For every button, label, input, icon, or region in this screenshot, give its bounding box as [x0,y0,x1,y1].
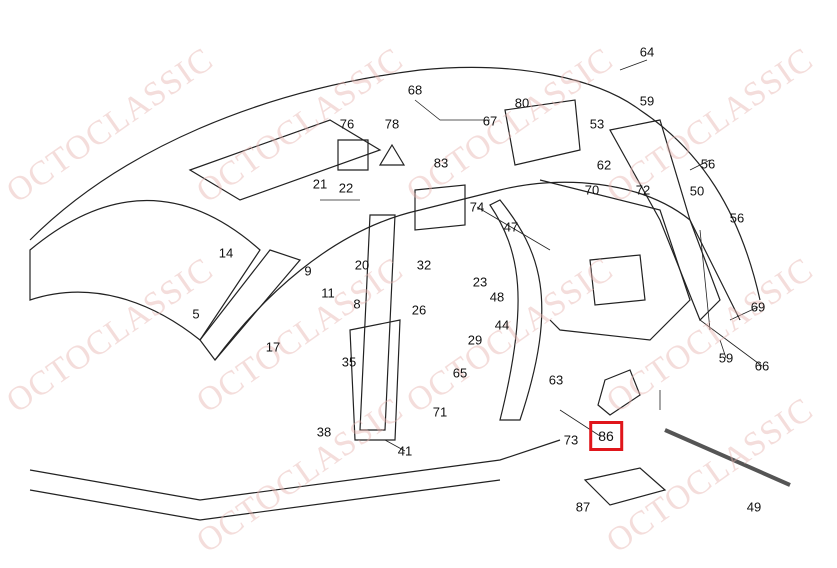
sill [29,439,561,501]
first-aid-box [337,139,369,171]
part-label-64[interactable]: 64 [639,44,655,60]
box-87 [583,467,667,506]
b-pillar [359,214,396,431]
part-label-20[interactable]: 20 [354,257,370,273]
part-label-67[interactable]: 67 [482,113,498,129]
part-label-86-highlighted[interactable]: 86 [589,421,623,451]
part-label-53[interactable]: 53 [589,116,605,132]
part-label-11[interactable]: 11 [321,285,335,301]
part-label-70[interactable]: 70 [584,182,600,198]
panel-74 [414,184,466,231]
part-label-74[interactable]: 74 [469,199,485,215]
warning-triangle [378,143,406,166]
part-label-65[interactable]: 65 [452,365,468,381]
part-label-9[interactable]: 9 [304,263,312,279]
part-label-47[interactable]: 47 [503,219,519,235]
part-label-56[interactable]: 56 [700,156,716,172]
part-label-38[interactable]: 38 [316,424,332,440]
part-label-8[interactable]: 8 [353,296,361,312]
part-label-5[interactable]: 5 [192,306,200,322]
part-label-56[interactable]: 56 [729,210,745,226]
part-label-29[interactable]: 29 [467,332,483,348]
part-label-69[interactable]: 69 [750,299,766,315]
rod-49 [664,428,791,487]
a-pillar [199,249,302,361]
part-label-50[interactable]: 50 [689,183,705,199]
part-label-44[interactable]: 44 [494,317,510,333]
c-pillar [489,199,543,421]
part-label-68[interactable]: 68 [407,82,423,98]
rear-quarter-panel [539,179,691,341]
part-label-59[interactable]: 59 [639,93,655,109]
part-label-72[interactable]: 72 [635,182,651,198]
sunroof [188,119,382,201]
part-label-48[interactable]: 48 [489,289,505,305]
part-label-66[interactable]: 66 [754,358,770,374]
part-label-49[interactable]: 49 [746,499,762,515]
part-label-63[interactable]: 63 [548,372,564,388]
part-label-14[interactable]: 14 [218,245,234,261]
part-label-35[interactable]: 35 [341,354,357,370]
b-pillar-lower [349,319,401,441]
part-label-73[interactable]: 73 [563,432,579,448]
part-label-71[interactable]: 71 [432,404,448,420]
part-label-80[interactable]: 80 [514,95,530,111]
rear-pillar-trim [609,119,721,322]
roof-outline [29,66,761,301]
part-label-23[interactable]: 23 [472,274,488,290]
part-label-41[interactable]: 41 [397,443,413,459]
part-label-26[interactable]: 26 [411,302,427,318]
part-label-59[interactable]: 59 [718,350,734,366]
part-label-62[interactable]: 62 [596,157,612,173]
part-label-17[interactable]: 17 [265,339,281,355]
door-frame [214,181,741,361]
storage-net-80 [504,99,581,166]
part-label-32[interactable]: 32 [416,257,432,273]
part-label-21[interactable]: 21 [312,176,328,192]
part-label-87[interactable]: 87 [575,499,591,515]
cover-86 [597,369,641,416]
windshield [29,200,261,341]
part-label-83[interactable]: 83 [433,155,449,171]
quarter-window [589,254,646,306]
part-label-78[interactable]: 78 [384,116,400,132]
leader-lines [320,59,763,452]
part-label-76[interactable]: 76 [339,116,355,132]
part-label-22[interactable]: 22 [338,180,354,196]
sill-lower [29,479,501,521]
